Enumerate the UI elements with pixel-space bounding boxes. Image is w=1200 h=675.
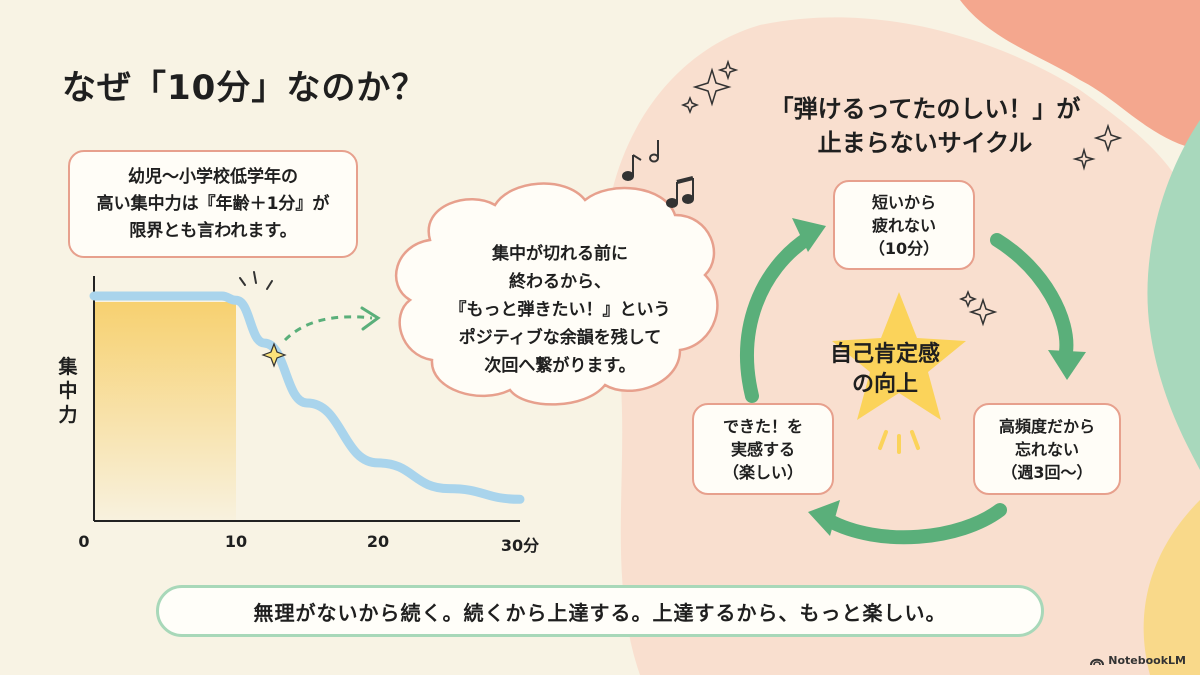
- cloud-line: 集中が切れる前に: [492, 244, 628, 264]
- info-note: 幼児〜小学校低学年の 高い集中力は『年齢＋1分』が 限界とも言われます。: [68, 150, 358, 258]
- node-line: （週3回〜）: [1001, 462, 1093, 482]
- green-blob: [1147, 120, 1200, 470]
- dashed-arrow-head: [360, 306, 381, 331]
- note-line: 限界とも言われます。: [129, 220, 297, 241]
- x-tick-label: 0: [78, 532, 90, 551]
- cycle-arrowheads: [792, 218, 1086, 536]
- sparkle-icon: [261, 342, 287, 368]
- node-line: （楽しい）: [722, 462, 803, 482]
- page-title: なぜ「10分」なのか？: [62, 68, 427, 108]
- notebooklm-logo-icon: [1090, 658, 1105, 665]
- coral-blob: [960, 0, 1200, 150]
- cycle-arrow-up: [740, 231, 815, 403]
- center-line: の向上: [851, 372, 918, 397]
- brand-name: NotebookLM: [1108, 654, 1186, 667]
- cycle-title-line: 止まらないサイクル: [817, 129, 1033, 157]
- cycle-arrow-left: [821, 503, 1007, 545]
- note-line: 高い集中力は『年齢＋1分』が: [96, 193, 330, 214]
- brand-mark: NotebookLM: [1090, 654, 1186, 667]
- yellow-blob: [1143, 500, 1200, 675]
- cloud-shape: [394, 182, 719, 406]
- star-icon: [832, 292, 966, 454]
- cloud-line: 『もっと弾きたい！』という: [449, 300, 671, 320]
- x-tick-label: 30分: [500, 536, 540, 555]
- cycle-node-achievement: できた！を 実感する （楽しい）: [692, 403, 834, 495]
- cloud-text: 集中が切れる前に 終わるから、 『もっと弾きたい！』という ポジティブな余韻を残…: [410, 240, 710, 380]
- dashed-arrow: [283, 315, 373, 342]
- cloud-line: ポジティブな余韻を残して: [458, 328, 662, 348]
- emphasis-marks-icon: [239, 271, 273, 290]
- x-tick-label: 20: [366, 532, 390, 551]
- focus-window-fill: [95, 302, 236, 520]
- arrowhead-up: [792, 218, 826, 252]
- node-line: 高頻度だから: [998, 416, 1095, 436]
- cloud-line: 次回へ繋がります。: [484, 356, 636, 376]
- music-notes-icon: [622, 140, 694, 208]
- cycle-arrow-down: [990, 233, 1074, 359]
- cycle-title: 「弾けるってたのしい！」が 止まらないサイクル: [700, 92, 1150, 160]
- y-axis-label: 集中力: [58, 356, 78, 426]
- x-tick-label: 10: [224, 532, 248, 551]
- node-line: 実感する: [730, 439, 795, 459]
- node-line: 忘れない: [1014, 439, 1079, 459]
- cycle-node-frequent: 高頻度だから 忘れない （週3回〜）: [973, 403, 1121, 495]
- cycle-node-short: 短いから 疲れない （10分）: [833, 180, 975, 270]
- node-line: できた！を: [722, 416, 803, 436]
- arrowhead-down: [1048, 350, 1086, 380]
- node-line: （10分）: [868, 238, 940, 258]
- node-line: 疲れない: [871, 215, 936, 235]
- node-line: 短いから: [871, 192, 936, 212]
- summary-banner: 無理がないから続く。続くから上達する。上達するから、もっと楽しい。: [156, 585, 1044, 637]
- cycle-arrows: [740, 231, 1074, 545]
- center-label: 自己肯定感 の向上: [810, 340, 960, 400]
- cloud-line: 終わるから、: [509, 272, 611, 292]
- center-line: 自己肯定感: [829, 342, 940, 367]
- sparkle-icon: [680, 59, 1123, 327]
- concentration-curve: [89, 291, 525, 504]
- note-line: 幼児〜小学校低学年の: [128, 166, 298, 187]
- arrowhead-left: [808, 500, 840, 536]
- cycle-title-line: 「弾けるってたのしい！」が: [769, 95, 1081, 123]
